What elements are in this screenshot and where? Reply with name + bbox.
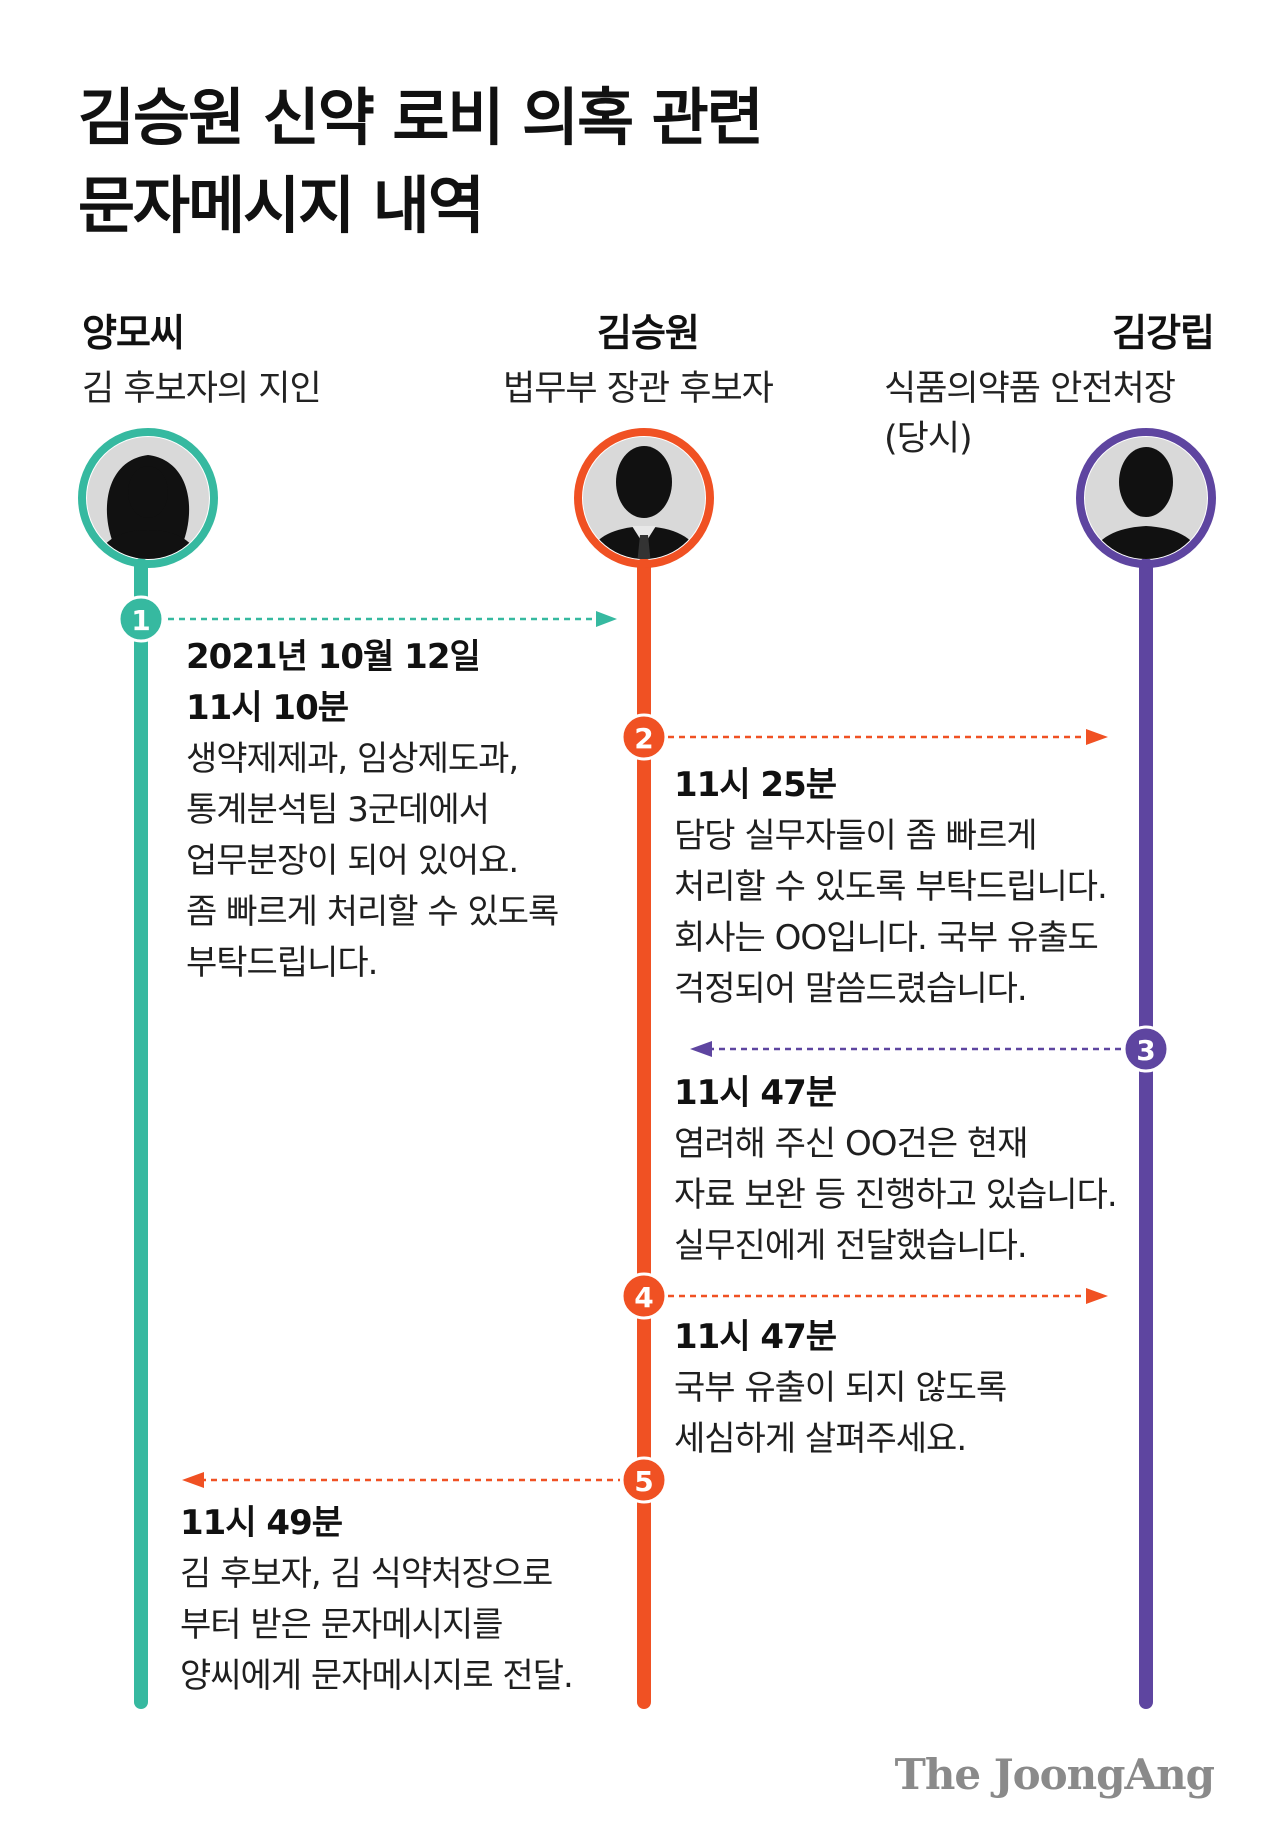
message-1-line: 통계분석팀 3군데에서	[186, 790, 490, 830]
badge-1: 1	[117, 595, 165, 643]
source-logo: The JoongAng	[894, 1750, 1215, 1799]
person-role-note: (당시)	[884, 419, 973, 459]
message-3-time: 11시 47분	[674, 1073, 837, 1113]
person-name-kim-gangrip: 김강립	[1112, 311, 1215, 355]
message-4-line: 국부 유출이 되지 않도록	[674, 1368, 1007, 1408]
title-line-2: 문자메시지 내역	[78, 169, 485, 242]
message-2: 11시 25분 담당 실무자들이 좀 빠르게 처리할 수 있도록 부탁드립니다.…	[674, 760, 1108, 1015]
badge-2: 2	[620, 713, 668, 761]
message-1-line: 부탁드립니다.	[186, 943, 379, 983]
person-name-kim-seungwon: 김승원	[597, 311, 700, 355]
message-5-time: 11시 49분	[180, 1503, 343, 1543]
avatar-kim-seungwon	[574, 428, 714, 568]
badge-3-number: 3	[1136, 1034, 1155, 1067]
person-role-kim-gangrip: 식품의약품 안전처장	[884, 369, 1176, 409]
message-2-line: 처리할 수 있도록 부탁드립니다.	[674, 867, 1108, 907]
badge-2-number: 2	[634, 722, 653, 755]
message-5-line: 김 후보자, 김 식약처장으로	[180, 1554, 553, 1594]
message-2-line: 걱정되어 말씀드렸습니다.	[674, 969, 1028, 1009]
arrow-head-3	[690, 1041, 712, 1057]
badge-4-number: 4	[634, 1281, 653, 1314]
message-2-line: 담당 실무자들이 좀 빠르게	[674, 816, 1038, 856]
message-3-line: 자료 보완 등 진행하고 있습니다.	[674, 1175, 1118, 1215]
message-5-line: 부터 받은 문자메시지를	[180, 1605, 503, 1645]
avatar-kim-gangrip	[1076, 428, 1216, 568]
message-1-date: 2021년 10월 12일	[186, 637, 481, 677]
message-1-time: 11시 10분	[186, 688, 349, 728]
message-1-line: 좀 빠르게 처리할 수 있도록	[186, 892, 559, 932]
person-name-yang: 양모씨	[82, 311, 185, 355]
page-title: 김승원 신약 로비 의혹 관련 문자메시지 내역	[78, 74, 764, 250]
message-5: 11시 49분 김 후보자, 김 식약처장으로 부터 받은 문자메시지를 양씨에…	[180, 1498, 574, 1702]
message-4: 11시 47분 국부 유출이 되지 않도록 세심하게 살펴주세요.	[674, 1312, 1007, 1465]
message-3-line: 실무진에게 전달했습니다.	[674, 1226, 1028, 1266]
badge-5-number: 5	[634, 1465, 653, 1498]
arrow-head-5	[182, 1472, 204, 1488]
message-4-line: 세심하게 살펴주세요.	[674, 1419, 967, 1459]
badge-1-number: 1	[131, 604, 150, 637]
message-1-line: 업무분장이 되어 있어요.	[186, 841, 519, 881]
arrow-head-2	[1086, 729, 1108, 745]
message-3-line: 염려해 주신 OO건은 현재	[674, 1124, 1028, 1164]
message-2-line: 회사는 OO입니다. 국부 유출도	[674, 918, 1099, 958]
message-2-time: 11시 25분	[674, 765, 837, 805]
message-1: 2021년 10월 12일 11시 10분 생약제제과, 임상제도과, 통계분석…	[186, 632, 559, 989]
message-5-line: 양씨에게 문자메시지로 전달.	[180, 1656, 574, 1696]
message-3: 11시 47분 염려해 주신 OO건은 현재 자료 보완 등 진행하고 있습니다…	[674, 1068, 1118, 1272]
title-line-1: 김승원 신약 로비 의혹 관련	[78, 81, 764, 154]
badge-5: 5	[620, 1456, 668, 1504]
arrow-head-1	[596, 611, 617, 627]
avatar-yang	[78, 428, 218, 568]
person-role-yang: 김 후보자의 지인	[82, 369, 322, 409]
arrow-head-4	[1086, 1288, 1108, 1304]
badge-4: 4	[620, 1272, 668, 1320]
message-1-line: 생약제제과, 임상제도과,	[186, 739, 519, 779]
badge-3: 3	[1122, 1025, 1170, 1073]
person-role-kim-seungwon: 법무부 장관 후보자	[503, 369, 774, 409]
message-4-time: 11시 47분	[674, 1317, 837, 1357]
